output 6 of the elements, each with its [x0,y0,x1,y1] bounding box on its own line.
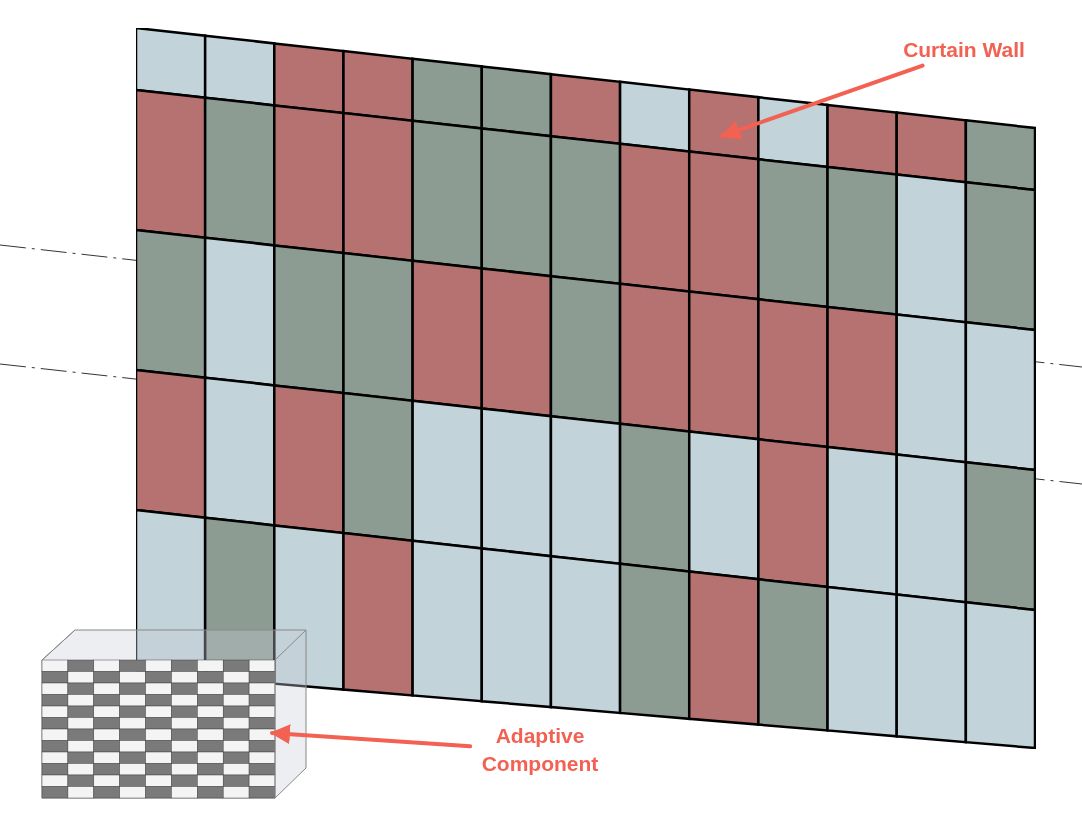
leader-arrow [270,724,473,749]
checkered-block-drawing [40,628,308,802]
callout-label: Adaptive Component [468,722,612,780]
leader-arrow [720,63,925,140]
curtain-wall-drawing [136,28,1036,749]
callout-label: Curtain Wall [892,36,1036,66]
